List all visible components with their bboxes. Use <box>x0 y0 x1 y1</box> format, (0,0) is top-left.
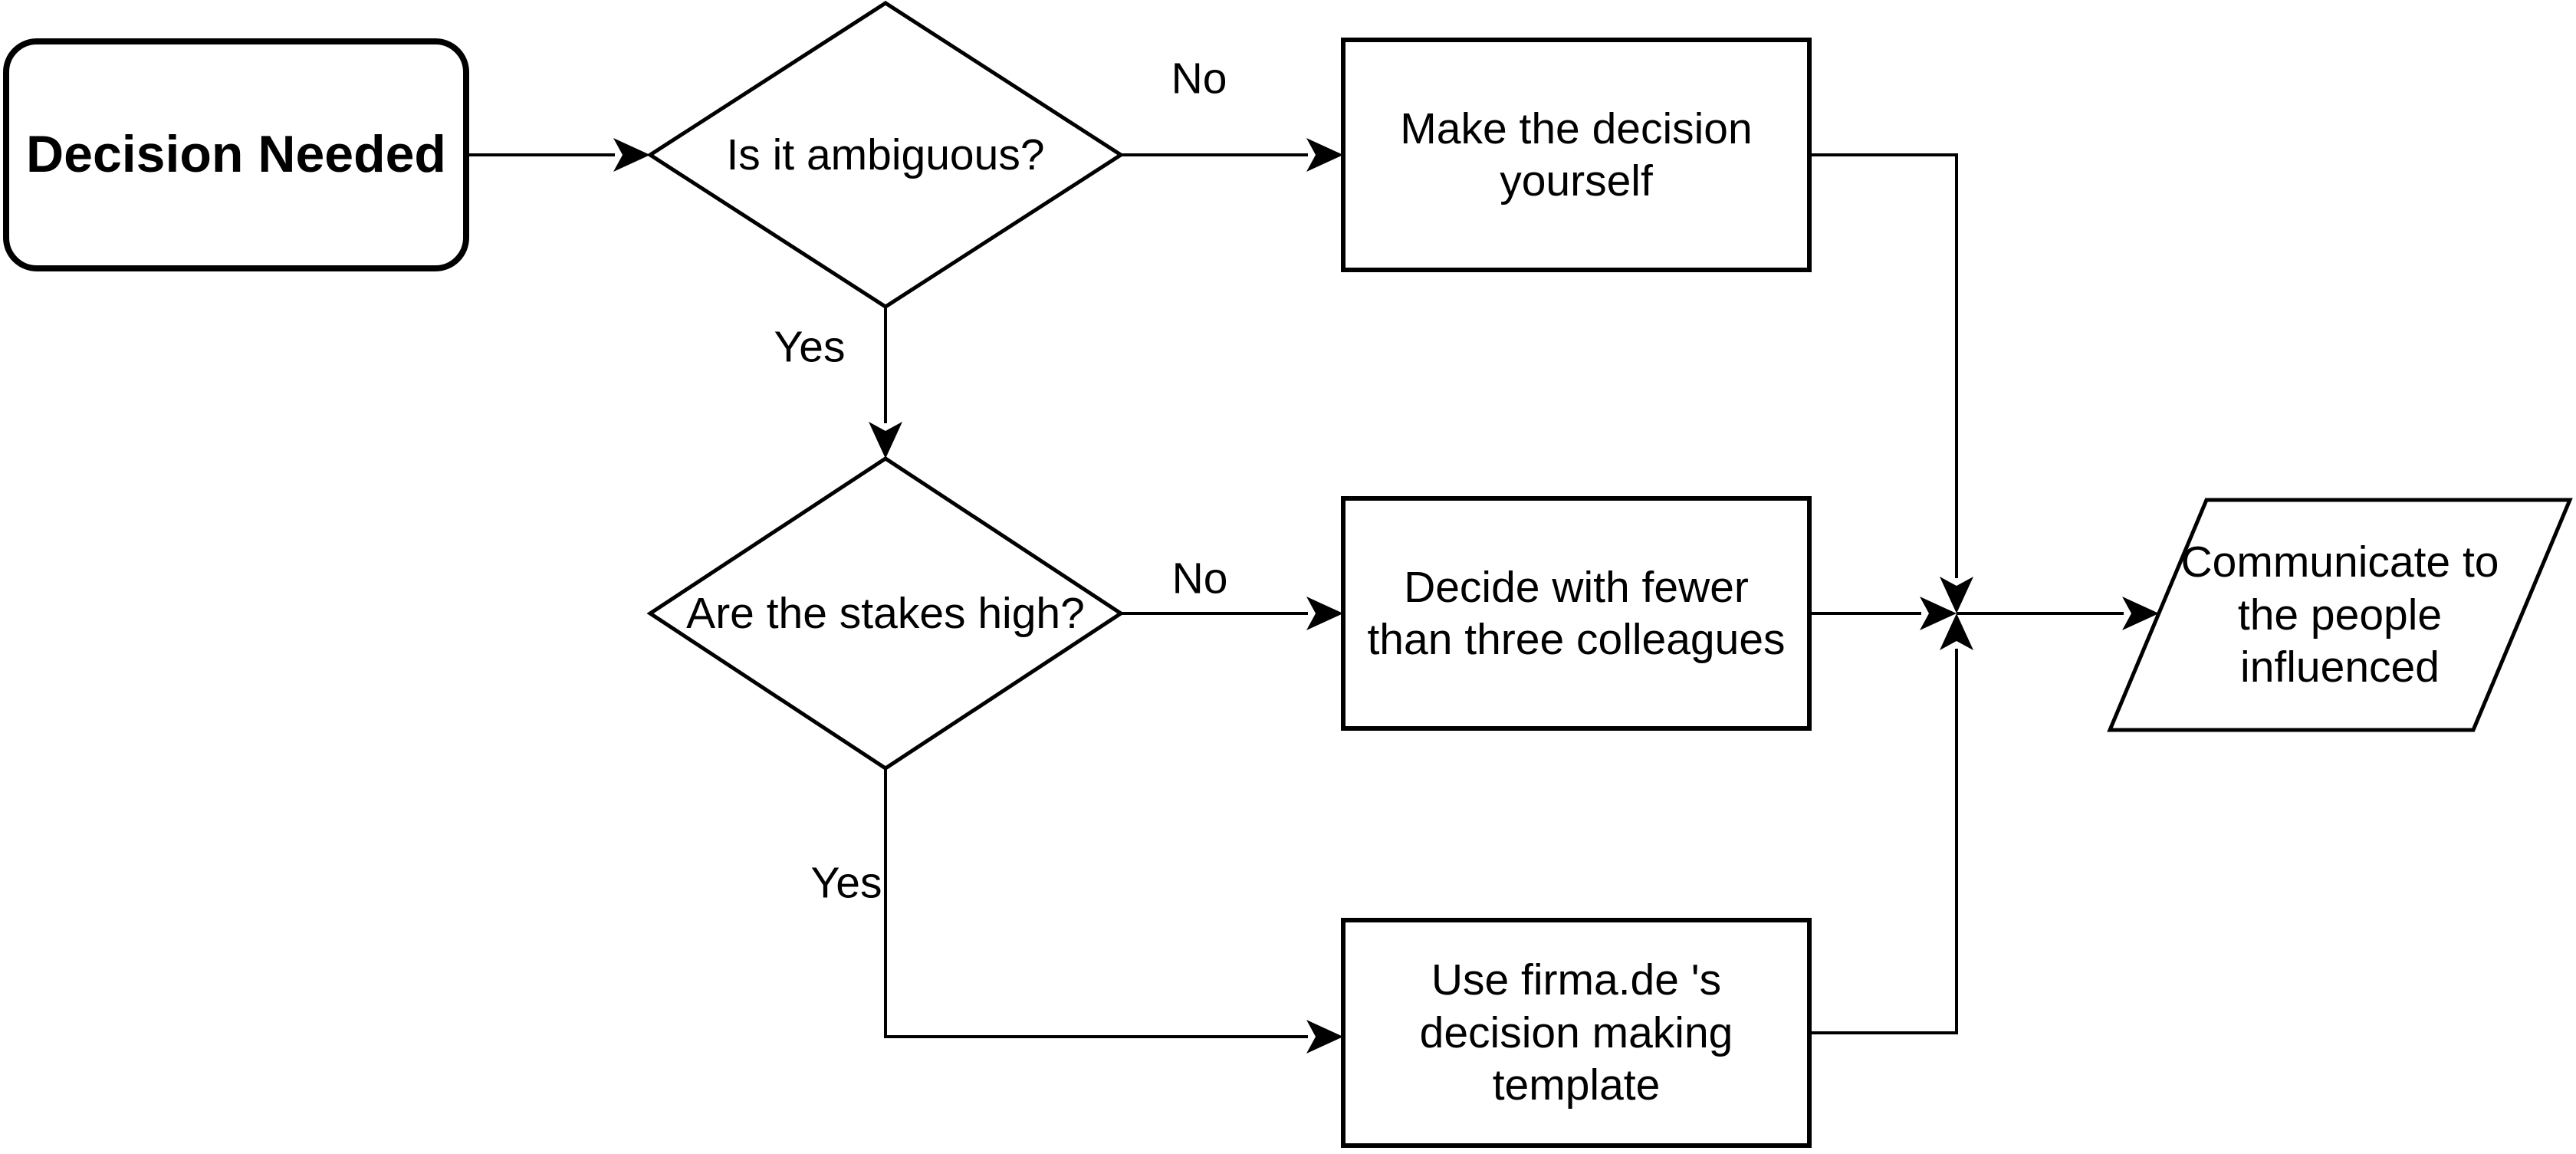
arrowhead-down-into-stakes <box>869 422 902 459</box>
arrowhead-right-into-template <box>1306 1020 1343 1054</box>
process-template-shape <box>1341 918 1812 1148</box>
edge-make-yourself-to-junction <box>1809 153 1973 613</box>
edge-label-yes-stakes: Yes <box>810 858 882 908</box>
start-node-label: Decision Needed <box>26 125 446 184</box>
decision-stakes-label: Are the stakes high? <box>686 588 1085 638</box>
edge-template-to-junction <box>1809 613 1973 1034</box>
io-communicate-label: Communicate to the people influenced <box>2180 538 2499 692</box>
edge-label-yes-ambiguous: Yes <box>774 322 846 372</box>
arrowhead-right-into-make-yourself <box>1306 138 1343 172</box>
edge-start-to-ambiguous <box>466 138 650 172</box>
edge-label-no-stakes: No <box>1171 554 1228 603</box>
arrowhead-right-into-fewer-colleagues <box>1306 597 1343 630</box>
process-fewer-colleagues-shape <box>1341 496 1812 731</box>
edge-junction-to-communicate <box>1957 597 2159 630</box>
edge-fewer-colleagues-to-junction <box>1809 597 1957 630</box>
decision-diamond-stakes-shape <box>646 456 1125 771</box>
process-fewer-colleagues-label: Decide with fewer than three colleagues <box>1367 562 1786 664</box>
edge-stakes-no-to-fewer-colleagues <box>1121 597 1343 630</box>
edge-ambiguous-yes-to-stakes <box>869 307 902 459</box>
decision-diamond-ambiguous-shape <box>646 1 1125 309</box>
arrowhead-right-into-communicate <box>2122 597 2159 630</box>
io-parallelogram-communicate-shape <box>2107 498 2573 732</box>
process-make-yourself-label: Make the decision yourself <box>1400 104 1753 205</box>
arrowhead-up-into-junction <box>1940 613 1973 650</box>
start-node-shape <box>3 38 469 271</box>
process-make-yourself-shape <box>1341 38 1812 272</box>
edge-label-no-ambiguous: No <box>1171 54 1227 104</box>
edge-stakes-yes-to-template <box>884 768 1343 1054</box>
edge-ambiguous-no-to-make-yourself <box>1121 138 1343 172</box>
arrowhead-right-into-ambiguous <box>613 138 650 172</box>
arrowhead-down-into-junction <box>1940 577 1973 613</box>
arrowhead-right-into-junction <box>1920 597 1957 630</box>
process-template-label: Use firma.de 's decision making template <box>1419 955 1733 1110</box>
decision-ambiguous-label: Is it ambiguous? <box>726 130 1045 179</box>
